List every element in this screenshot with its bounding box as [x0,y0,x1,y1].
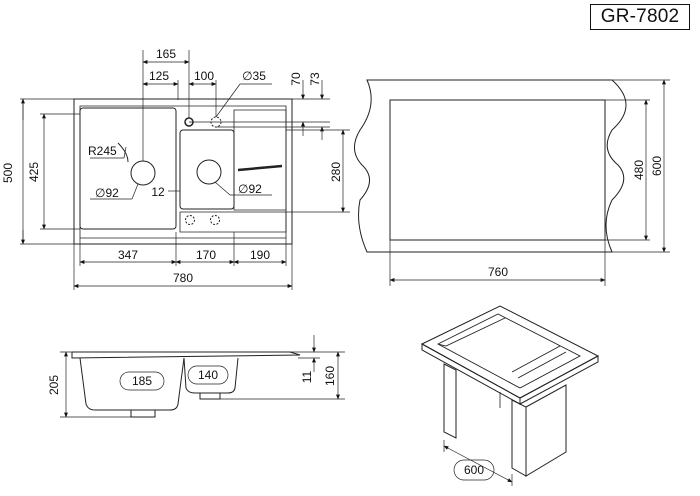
dim-780: 780 [173,271,193,285]
side-rim [72,352,300,358]
dim-12: 12 [151,185,165,199]
dim-185: 185 [132,374,152,388]
cabinet-outline [354,80,626,252]
bubble-140 [188,366,228,384]
top-view-dimensions [20,50,350,290]
right-drain [197,160,221,184]
dim-190: 190 [250,248,270,262]
bubble-185 [120,372,164,390]
iso-leg-left [444,364,456,438]
dim-100: 100 [194,69,214,83]
dim-280: 280 [329,162,343,182]
dim-r245: R245 [88,144,117,158]
radius-arc [118,143,128,162]
drainer-slot [238,166,282,170]
dim-drain-left: ∅92 [95,186,119,200]
dim-425: 425 [27,162,41,182]
dim-160: 160 [323,366,337,386]
side-labels: 205 185 140 11 160 [47,366,337,395]
bubble-600 [454,460,494,480]
model-label: GR-7802 [590,4,690,30]
side-dimensions [60,335,345,418]
dim-480: 480 [632,160,646,180]
left-drain [131,161,155,185]
dim-11: 11 [300,370,314,383]
iso-countertop-front [422,344,520,404]
dim-500: 500 [1,163,15,183]
dim-600: 600 [650,156,664,176]
dim-205: 205 [47,375,61,395]
iso-countertop-side [520,356,598,404]
control-knob-2 [211,216,220,225]
control-panel [180,212,286,232]
top-view [74,99,292,244]
iso-labels: 600 [464,463,484,477]
left-bowl [80,108,176,229]
dim-347: 347 [118,248,138,262]
dim-tap-hole: ∅35 [242,69,266,83]
dim-140: 140 [198,368,218,382]
top-view-labels: 500 425 165 125 100 ∅35 70 73 R245 ∅92 1… [1,47,343,285]
side-right-drain [200,393,220,399]
sink-outline [74,99,292,244]
iso-view [422,306,598,476]
dim-170: 170 [196,248,216,262]
dim-760: 760 [488,265,508,279]
iso-cutout [438,314,580,388]
control-knob-1 [186,216,195,225]
cabinet-dimensions [389,79,670,286]
dim-iso-600: 600 [464,463,484,477]
right-bowl [180,130,234,209]
sink-inner-rim [80,106,286,238]
drainer-area [234,110,286,210]
side-left-drain [131,410,155,417]
iso-dimensions [443,440,513,486]
dim-125: 125 [149,69,169,83]
iso-leg-front [512,400,526,476]
cabinet-labels: 480 600 760 [488,156,664,279]
cabinet-view [354,80,626,252]
dim-drain-right: ∅92 [238,182,262,196]
iso-side-panel [526,385,566,476]
dim-73: 73 [308,72,322,86]
cutout-rect [390,100,605,240]
dim-70: 70 [289,72,303,86]
dim-165: 165 [156,47,176,61]
side-view [72,352,300,417]
